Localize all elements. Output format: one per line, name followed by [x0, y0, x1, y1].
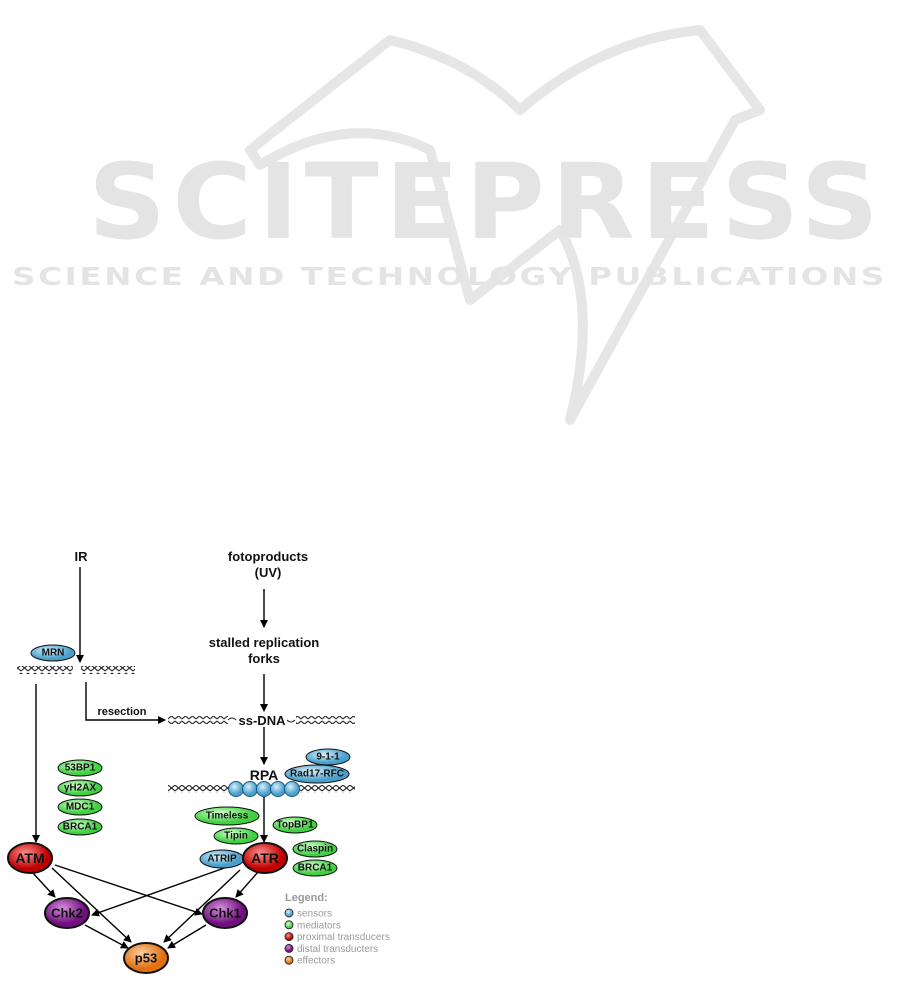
- arrow-atm-chk2: [31, 871, 56, 898]
- node-tipin-shape: [213, 827, 259, 845]
- legend-swatch-4: [284, 955, 294, 965]
- watermark-title: SCITEPRESS: [88, 141, 885, 263]
- node-mdc1-label: MDC1: [66, 802, 95, 813]
- legend-swatch-0: [284, 908, 294, 918]
- node-rad17: Rad17-RFC: [284, 764, 350, 784]
- node-n911-shape: [305, 748, 351, 766]
- arrow-chk2-p53: [84, 924, 129, 949]
- node-brca1b: BRCA1: [292, 859, 338, 877]
- node-atm-shape: [7, 842, 53, 874]
- node-atr-label: ATR: [251, 850, 279, 866]
- node-topbp1: TopBP1: [272, 816, 318, 834]
- node-n911: 9-1-1: [305, 748, 351, 766]
- dna-ssdna-left: [168, 716, 228, 724]
- node-topbp1-shape: [272, 816, 318, 834]
- node-h2ax-shape: [57, 779, 103, 797]
- node-claspin: Claspin: [292, 840, 338, 858]
- legend-swatch-2: [284, 932, 294, 942]
- ssdna-strand-left: [227, 717, 237, 721]
- node-timeless-shape: [194, 806, 260, 826]
- node-tipin-label: Tipin: [224, 831, 248, 842]
- node-chk1: Chk1: [202, 897, 248, 929]
- node-bp53-shape: [57, 759, 103, 777]
- legend-item-label: proximal transducers: [297, 932, 390, 943]
- node-topbp1-label: TopBP1: [276, 820, 313, 831]
- legend-item-label: distal transducters: [297, 944, 378, 955]
- node-rad17-label: Rad17-RFC: [290, 769, 344, 780]
- arrow-atr-chk2: [91, 865, 231, 917]
- stalled-forks-label-1: stalled replication: [209, 635, 320, 650]
- node-chk2-shape: [44, 897, 90, 929]
- node-chk2: Chk2: [44, 897, 90, 929]
- node-mrn-label: MRN: [42, 648, 65, 659]
- node-rad17-shape: [284, 764, 350, 784]
- node-claspin-label: Claspin: [297, 844, 333, 855]
- node-brca1b-label: BRCA1: [298, 863, 333, 874]
- node-atrip-label: ATRIP: [207, 854, 237, 865]
- book-outline-watermark: [245, 25, 765, 425]
- fotoproducts-label: fotoproducts: [228, 549, 308, 564]
- ssdna-label: ss-DNA: [239, 713, 287, 728]
- watermark-subtitle: SCIENCE AND TECHNOLOGY PUBLICATIONS: [12, 262, 887, 291]
- node-atr-shape: [242, 842, 288, 874]
- arrow-atm-p53: [51, 867, 132, 943]
- node-chk1-shape: [202, 897, 248, 929]
- stalled-forks-label-2: forks: [248, 651, 280, 666]
- node-brca1a-label: BRCA1: [63, 822, 98, 833]
- node-p53-label: p53: [135, 951, 157, 966]
- legend-title: Legend:: [285, 892, 328, 904]
- arrow-chk1-p53: [167, 924, 207, 949]
- node-brca1a: BRCA1: [57, 818, 103, 836]
- node-chk1-label: Chk1: [209, 906, 241, 921]
- node-brca1b-shape: [292, 859, 338, 877]
- ssdna-strand-right: [286, 719, 296, 723]
- legend-item-label: sensors: [297, 909, 332, 920]
- legend-swatch-3: [284, 943, 294, 953]
- node-p53: p53: [123, 942, 169, 974]
- node-mrn: MRN: [30, 644, 76, 662]
- arrow-atr-chk1: [235, 871, 259, 898]
- legend-item-label: mediators: [297, 920, 341, 931]
- dna-ssdna-right: [296, 716, 355, 724]
- rpa-complex: [228, 781, 300, 797]
- node-atr: ATR: [242, 842, 288, 874]
- node-chk2-label: Chk2: [51, 906, 83, 921]
- node-mdc1-shape: [57, 798, 103, 816]
- node-tipin: Tipin: [213, 827, 259, 845]
- dna-break-right: [81, 666, 135, 674]
- node-brca1a-shape: [57, 818, 103, 836]
- node-bp53-label: 53BP1: [65, 763, 96, 774]
- node-mrn-shape: [30, 644, 76, 662]
- node-atm-label: ATM: [15, 850, 44, 866]
- arrow-atr-p53: [163, 869, 241, 943]
- resection-label: resection: [98, 706, 147, 718]
- node-n911-label: 9-1-1: [316, 752, 340, 763]
- node-timeless-label: Timeless: [206, 811, 249, 822]
- node-atrip: ATRIP: [199, 849, 245, 869]
- uv-label: (UV): [255, 565, 282, 580]
- pathway-arrows: [31, 567, 268, 949]
- node-timeless: Timeless: [194, 806, 260, 826]
- node-p53-shape: [123, 942, 169, 974]
- node-atm: ATM: [7, 842, 53, 874]
- node-bp53: 53BP1: [57, 759, 103, 777]
- legend-item-label: effectors: [297, 956, 335, 967]
- node-claspin-shape: [292, 840, 338, 858]
- node-h2ax-label: γH2AX: [64, 783, 97, 794]
- arrow-atm-chk1: [54, 864, 203, 916]
- dna-break-left: [17, 666, 73, 674]
- node-mdc1: MDC1: [57, 798, 103, 816]
- rpa-label: RPA: [250, 767, 279, 783]
- legend-swatch-1: [284, 920, 294, 930]
- ir-label: IR: [75, 549, 89, 564]
- arrow-resection: [85, 682, 166, 724]
- node-h2ax: γH2AX: [57, 779, 103, 797]
